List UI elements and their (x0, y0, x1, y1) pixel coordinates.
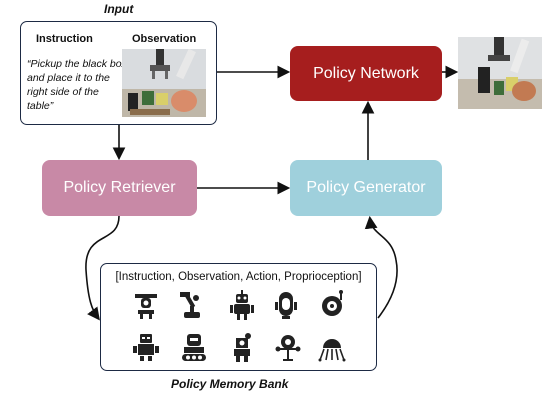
tripod-robot-icon (275, 335, 301, 361)
arrow-retriever-to-memory (85, 215, 120, 321)
policy-generator-node: Policy Generator (290, 160, 442, 216)
capsule-robot-icon (275, 292, 297, 319)
robotic-arm-icon (180, 292, 200, 318)
spider-robot-icon (318, 339, 346, 362)
observation-image (122, 49, 206, 117)
instruction-header: Instruction (36, 33, 93, 45)
tracked-robot-icon (182, 334, 206, 361)
round-robot-icon (322, 290, 343, 316)
antenna-robot-icon (234, 333, 251, 362)
observation-header: Observation (132, 33, 197, 45)
humanoid-robot-icon (230, 290, 254, 320)
instruction-text: “Pickup the black box and place it to th… (27, 58, 127, 112)
policy-retriever-node: Policy Retriever (42, 160, 197, 216)
memory-bank-title: Policy Memory Bank (171, 377, 289, 391)
boxy-robot-icon (133, 334, 159, 361)
output-image (458, 37, 542, 109)
memory-bank-fields: [Instruction, Observation, Action, Propr… (115, 271, 362, 283)
arrow-memory-to-generator (364, 215, 398, 319)
drone-robot-icon (135, 294, 157, 319)
input-title: Input (104, 2, 134, 16)
policy-network-node: Policy Network (290, 46, 442, 101)
